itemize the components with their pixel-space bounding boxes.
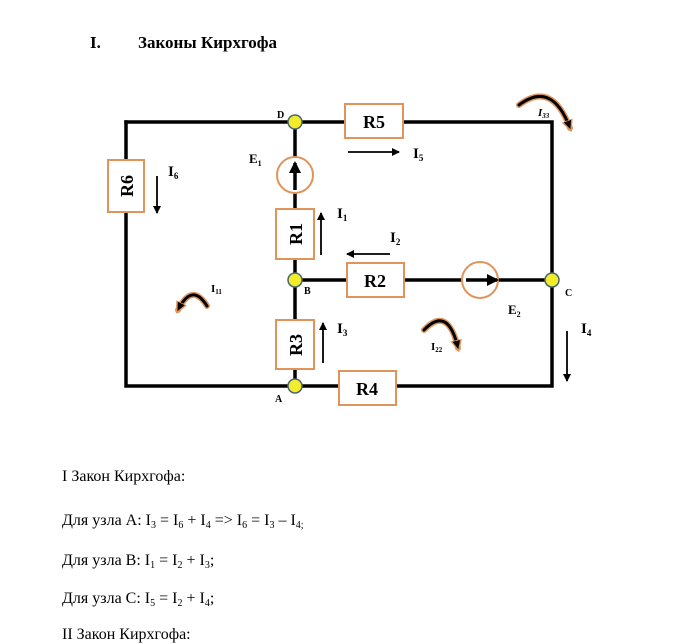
current-label-I3: I3	[337, 321, 348, 338]
resistor-R5: R5	[344, 103, 404, 139]
emf-source-E2	[461, 261, 499, 299]
node-label-D: D	[277, 110, 284, 121]
current-label-I2: I2	[390, 230, 401, 247]
current-label-I4: I4	[581, 321, 592, 338]
loop-label-I22: I22	[431, 341, 443, 354]
current-label-I6: I6	[168, 164, 179, 181]
node-label-A: A	[275, 394, 283, 405]
emf-label-E2: E2	[508, 302, 521, 319]
node-A	[287, 378, 303, 394]
loop-label-I11: I11	[211, 283, 222, 296]
equation-node-c: Для узла C: I5 = I2 + I4;	[62, 590, 215, 609]
loop-arrow-I11-icon	[175, 292, 210, 310]
node-label-C: C	[565, 288, 572, 299]
resistor-label: R3	[286, 334, 306, 356]
current-label-I1: I1	[337, 206, 348, 223]
equation-node-a: Для узла A: I3 = I6 + I4 => I6 = I3 – I4…	[62, 512, 304, 531]
loop-label-I33: I33	[537, 107, 550, 120]
node-D	[287, 114, 303, 130]
resistor-label: R4	[356, 379, 378, 399]
wire-top	[124, 120, 554, 388]
current-label-I5: I5	[413, 146, 424, 163]
resistor-R6: R6	[107, 159, 145, 213]
emf-label-E1: E1	[249, 151, 262, 168]
law1-title: I Закон Кирхгофа:	[62, 468, 186, 485]
section-number: I.	[90, 33, 101, 52]
resistor-label: R5	[363, 112, 385, 132]
wire-left	[124, 120, 297, 388]
resistor-R4: R4	[338, 370, 397, 406]
loop-arrow-I33-icon	[516, 93, 573, 128]
nodes	[287, 114, 560, 394]
resistor-label: R6	[117, 175, 137, 197]
node-B	[287, 272, 303, 288]
node-label-B: B	[304, 286, 311, 297]
resistor-label: R1	[286, 223, 306, 245]
emf-source-E1	[276, 156, 314, 194]
section-title: Законы Кирхгофа	[138, 33, 277, 52]
wires	[124, 120, 554, 388]
equation-node-b: Для узла B: I1 = I2 + I3;	[62, 552, 215, 571]
resistor-R2: R2	[346, 262, 405, 298]
resistor-R1: R1	[275, 208, 315, 260]
resistor-label: R2	[364, 271, 386, 291]
section-heading: I. Законы Кирхгофа	[90, 33, 277, 53]
loop-arrow-I22-icon	[421, 317, 458, 348]
node-C	[544, 272, 560, 288]
law2-title: II Закон Кирхгофа:	[62, 626, 191, 643]
resistor-R3: R3	[275, 319, 315, 370]
